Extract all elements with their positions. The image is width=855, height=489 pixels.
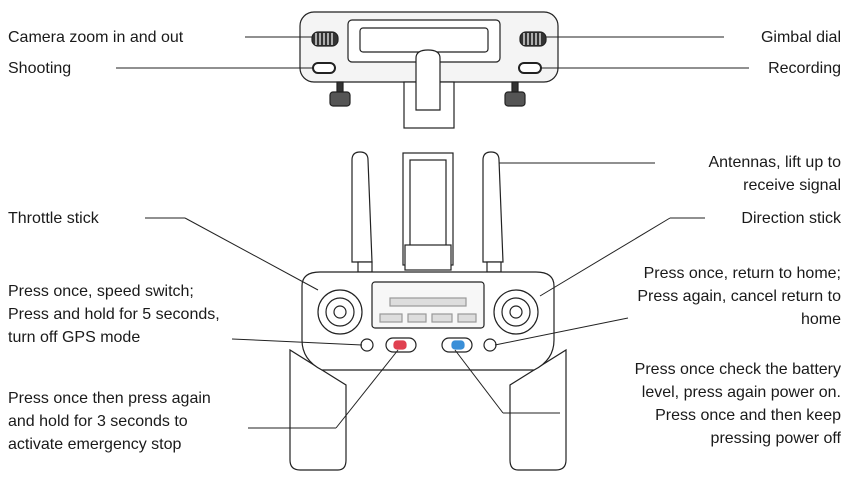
emergency-stop-line-1: Press once then press again [8, 390, 211, 407]
antennas-label: Antennas, lift up to receive signal [708, 151, 841, 197]
power-line-2: level, press again power on. [641, 384, 841, 401]
gimbal-dial-label: Gimbal dial [760, 29, 841, 46]
power-line-3: Press once and then keep [655, 407, 841, 424]
power-line-4: pressing power off [710, 430, 841, 447]
return-home-button [483, 338, 497, 352]
controller-top-view [299, 11, 559, 129]
emergency-stop-line-3: activate emergency stop [8, 436, 182, 453]
recording-button [518, 62, 542, 74]
speed-switch-line-2: Press and hold for 5 seconds, [8, 306, 220, 323]
throttle-stick-label: Throttle stick [8, 210, 99, 227]
speed-switch-line-3: turn off GPS mode [8, 329, 141, 346]
emergency-stop-label: Press once then press again and hold for… [8, 387, 211, 456]
speed-switch-button [360, 338, 374, 352]
power-label: Press once check the battery level, pres… [635, 358, 841, 450]
controller-front-view [289, 151, 567, 471]
speed-switch-label: Press once, speed switch; Press and hold… [8, 280, 220, 349]
shooting-label: Shooting [8, 60, 72, 77]
leader-lines [116, 36, 749, 429]
shooting-button [312, 62, 336, 74]
direction-stick-label: Direction stick [741, 210, 841, 227]
antennas-line-2: receive signal [743, 177, 841, 194]
power-line-1: Press once check the battery [634, 361, 841, 378]
return-home-label: Press once, return to home; Press again,… [637, 262, 841, 331]
antennas-line-1: Antennas, lift up to [708, 154, 841, 171]
return-home-line-3: home [800, 311, 841, 328]
camera-zoom-label: Camera zoom in and out [8, 29, 184, 46]
recording-label: Recording [768, 60, 841, 77]
return-home-line-1: Press once, return to home; [643, 265, 841, 282]
speed-switch-line-1: Press once, speed switch; [8, 283, 194, 300]
emergency-stop-line-2: and hold for 3 seconds to [8, 413, 188, 430]
return-home-line-2: Press again, cancel return to [637, 288, 841, 305]
